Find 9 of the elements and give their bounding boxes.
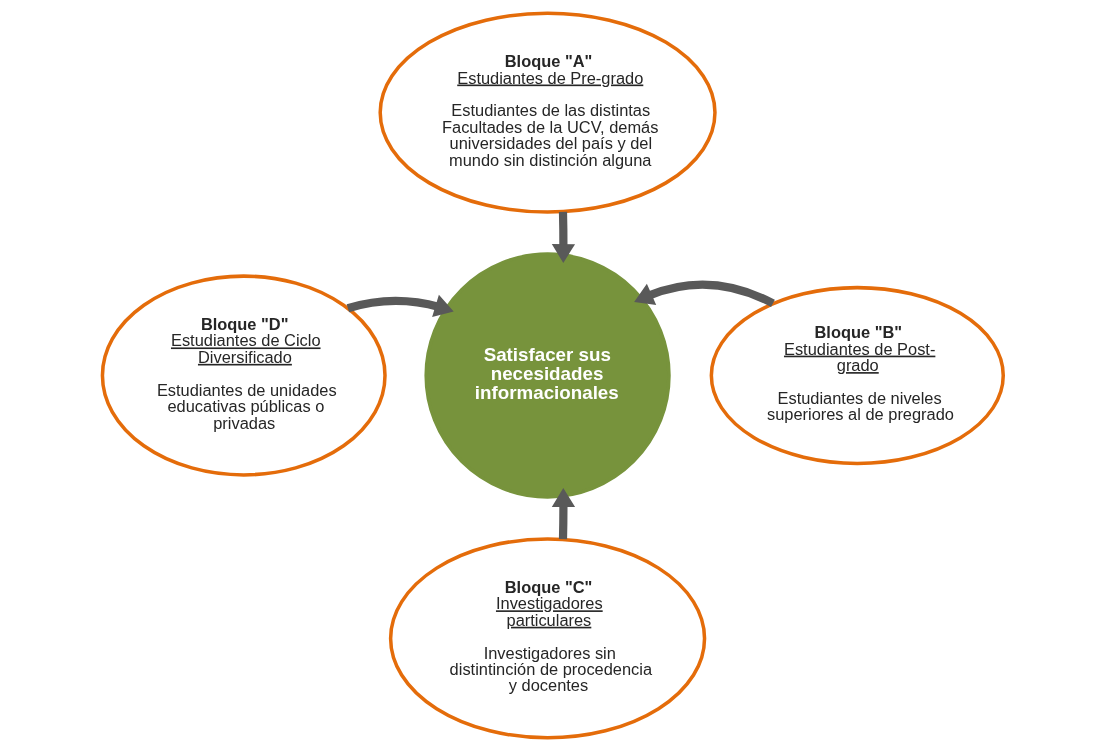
node-ellipse: Bloque "C" Investigadores particulares Investigadores sin distintinción de procedencia y docentes — [388, 537, 707, 740]
node-circle: Satisfacer sus necesidades informacionales — [424, 252, 671, 499]
node-ellipse: Bloque "A" Estudiantes de Pre-grado Estudiantes de las distintas Facultades de la UCV, demás universidades del país y del mundo sin distinción alguna — [378, 11, 717, 214]
node-ellipse: Bloque "B" Estudiantes de Post-grado Estudiantes de niveles superiores al de pregrado — [709, 285, 1005, 466]
arrow — [634, 280, 775, 308]
arrow — [551, 211, 576, 264]
arrow — [551, 488, 576, 540]
arrow — [346, 294, 454, 317]
node-ellipse: Bloque "D" Estudiantes de Ciclo Diversificado Estudiantes de unidades educativas públicas o privadas — [100, 274, 387, 477]
